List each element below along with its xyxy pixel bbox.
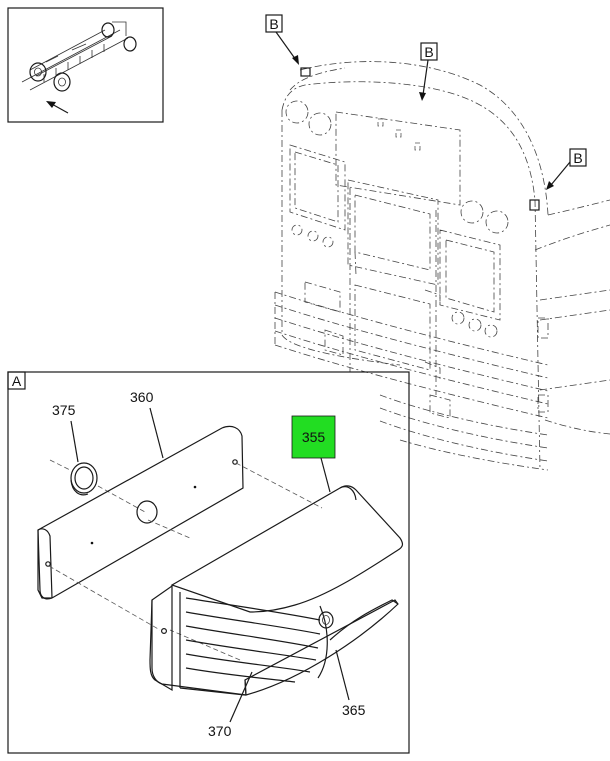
callout-b-top-center: B — [419, 42, 438, 101]
label-370: 370 — [208, 671, 253, 739]
callout-b-label: B — [424, 44, 433, 60]
label-375: 375 — [52, 402, 79, 463]
part-number-365: 365 — [342, 702, 366, 718]
inset-frame — [7, 7, 164, 123]
detail-a-tag — [7, 371, 26, 390]
chassis-thumbnail — [21, 21, 137, 92]
alignment-line — [48, 565, 161, 631]
callout-b-right: B — [546, 148, 587, 190]
part-number-370: 370 — [208, 723, 232, 739]
label-360: 360 — [130, 389, 164, 459]
mounting-plate-360 — [37, 425, 244, 600]
callout-b-label: B — [269, 16, 278, 32]
callout-b-label: B — [573, 150, 582, 166]
detail-a-label: A — [12, 373, 22, 389]
alignment-line — [169, 629, 241, 661]
part-number-355[interactable]: 355 — [302, 429, 326, 445]
part-highlight-355[interactable] — [291, 415, 336, 459]
chassis-inset — [7, 7, 164, 123]
bus-rear-outline — [274, 61, 610, 471]
label-365: 365 — [335, 649, 366, 718]
part-number-360: 360 — [130, 389, 154, 405]
detail-a: A — [7, 371, 410, 754]
detail-a-frame — [7, 371, 410, 754]
grommet-375 — [49, 459, 146, 513]
lamp-assembly — [149, 485, 404, 696]
callout-b-top-left: B — [265, 14, 299, 65]
alignment-line — [235, 462, 323, 509]
arrow-head — [46, 101, 56, 108]
part-number-375: 375 — [52, 402, 76, 418]
label-355: 355 — [291, 415, 336, 493]
